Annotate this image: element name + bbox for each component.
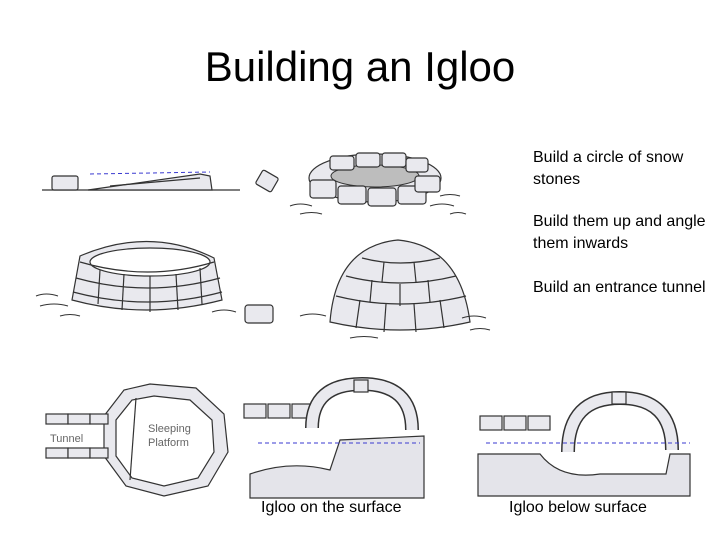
step-1-text: Build a circle of snow stones bbox=[533, 149, 684, 188]
step-2a-walls-illustration bbox=[35, 240, 274, 324]
step-2-text: Build them up and angle them inwards bbox=[533, 213, 706, 252]
sleeping-platform-label-2: Platform bbox=[148, 437, 189, 449]
slide-title: Building an Igloo bbox=[204, 43, 516, 90]
tunnel-label: Tunnel bbox=[50, 433, 83, 445]
caption-igloo-surface: Igloo on the surface bbox=[261, 499, 402, 516]
sleeping-platform-label-1: Sleeping bbox=[148, 423, 191, 435]
caption-igloo-below: Igloo below surface bbox=[509, 499, 647, 516]
igloo-below-section-illustration bbox=[477, 390, 691, 497]
igloo-plan-view-illustration: Tunnel Sleeping Platform bbox=[45, 383, 229, 497]
step-3-text: Build an entrance tunnel bbox=[533, 279, 706, 296]
step-2b-dome-illustration bbox=[299, 239, 491, 339]
step-1b-stone-circle-illustration bbox=[255, 152, 467, 215]
igloo-surface-section-illustration bbox=[243, 376, 425, 499]
step-1a-blocks-illustration bbox=[42, 171, 240, 191]
